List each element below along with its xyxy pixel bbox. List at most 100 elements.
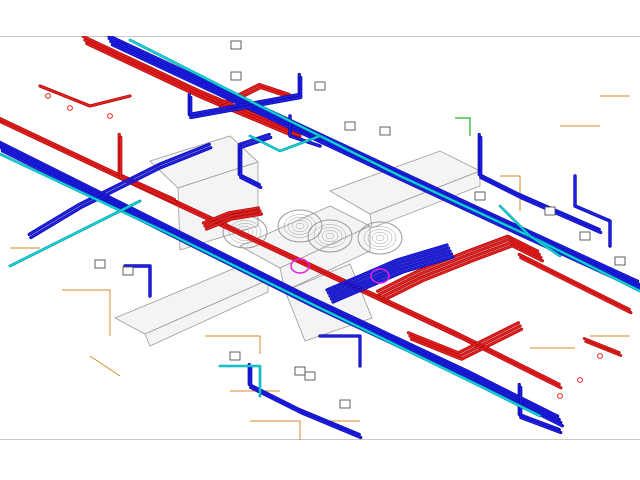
red-diffuser-3 xyxy=(577,377,583,383)
blue-mid-drop-outline xyxy=(318,334,362,368)
blue-right-drop-body xyxy=(479,136,602,234)
red-branch-b-body xyxy=(39,85,131,107)
blue-right-riser-body xyxy=(573,174,612,248)
equipment-unit-1 xyxy=(230,71,242,81)
red-spur-strand xyxy=(584,340,623,357)
red-main-diagonal-strand xyxy=(0,120,563,390)
red-right-run-body xyxy=(518,253,631,311)
hanger-0 xyxy=(62,289,111,336)
fan-ring-2 xyxy=(313,224,347,248)
red-bundle-right-body xyxy=(376,235,539,293)
equipment-unit-3 xyxy=(344,121,356,131)
blue-central-bundle-strand xyxy=(329,252,454,301)
cyan-main-low-body xyxy=(0,153,541,417)
red-right-run-strand xyxy=(517,252,631,311)
blue-right-drop-strand xyxy=(479,135,603,235)
blue-riser-top-body xyxy=(288,114,322,148)
blue-upper-loop-body xyxy=(189,76,302,119)
red-diffuser-0 xyxy=(67,105,73,111)
blue-central-bundle-body xyxy=(326,244,448,291)
valve-ring-1 xyxy=(370,268,390,284)
cyan-left-strand xyxy=(8,199,142,268)
cyan-right-branch-body xyxy=(499,205,561,257)
equipment-unit-5 xyxy=(474,191,486,201)
cyan-main-low-strand xyxy=(0,152,542,418)
fan-ring-2 xyxy=(317,227,343,245)
blue-left-cross-strand xyxy=(29,146,213,240)
red-bundle-right-body xyxy=(378,238,541,296)
drawing-frame xyxy=(0,36,640,440)
fan-ring-3 xyxy=(375,234,385,242)
red-bundle-low-body xyxy=(409,325,521,357)
red-main-top-strand xyxy=(85,41,304,142)
equipment-unit-6 xyxy=(544,206,556,216)
red-diffuser-2 xyxy=(45,93,51,99)
hanger-layer xyxy=(10,95,630,440)
red-bundle-low-strand xyxy=(408,324,522,358)
hanger-10 xyxy=(89,355,121,377)
red-ahu-link-body xyxy=(202,207,260,224)
cyan-main-top-strand xyxy=(128,38,640,293)
supply-pipe-layer xyxy=(0,36,640,440)
blue-mid-drop-strand xyxy=(318,334,362,368)
cyan-left-body xyxy=(9,200,141,267)
red-bundle-low-strand xyxy=(410,327,524,361)
blue-mid-drop-body xyxy=(319,335,361,367)
equipment-unit-2 xyxy=(314,81,326,91)
blue-left-drop-body xyxy=(123,264,152,298)
red-ahu-link-strand xyxy=(203,209,262,228)
piping-isometric-diagram xyxy=(0,36,640,440)
red-bundle-right-strand xyxy=(380,244,545,303)
red-bundle-right-strand xyxy=(377,237,541,296)
red-main-top-body xyxy=(85,42,303,141)
equipment-unit-0 xyxy=(230,40,242,50)
blue-lower-right-body xyxy=(519,386,562,434)
fan-ring-1 xyxy=(291,219,309,233)
blue-central-bundle-body xyxy=(327,247,450,294)
duct-lower-left-side xyxy=(144,279,269,347)
blue-left-drop-strand xyxy=(123,264,152,298)
blue-lower-run-strand xyxy=(249,365,363,440)
equipment-unit-7 xyxy=(579,231,591,241)
blue-left-cross-body xyxy=(28,143,211,236)
cyan-top-branch-body xyxy=(249,135,321,152)
red-bundle-low-strand xyxy=(406,321,520,355)
fan-ring-3 xyxy=(363,226,397,250)
cyan-lower-body xyxy=(219,365,261,397)
fittings-layer xyxy=(45,40,626,409)
red-spur-strand xyxy=(582,337,621,354)
blue-upper-loop-strand xyxy=(189,75,303,120)
blue-main-top-strand xyxy=(110,43,640,292)
blue-riser-top-strand xyxy=(288,114,322,148)
red-ahu-link-body xyxy=(204,210,261,227)
fan-ring-0 xyxy=(228,220,262,244)
equipment-unit-4 xyxy=(379,126,391,136)
blue-right-riser-strand xyxy=(573,174,612,248)
hanger-4 xyxy=(250,420,301,440)
red-diffuser-4 xyxy=(597,353,603,359)
equipment-unit-9 xyxy=(94,259,106,269)
cyan-right-branch-strand xyxy=(498,204,562,258)
red-riser-strand xyxy=(119,135,178,205)
red-right-run-body xyxy=(519,256,632,314)
red-ahu-link-body xyxy=(205,213,263,230)
blue-ahu-loop-body xyxy=(239,136,272,189)
equipment-unit-14 xyxy=(294,366,306,376)
red-spur-body xyxy=(583,337,621,354)
blue-central-bundle-body xyxy=(332,256,454,303)
fan-ring-1 xyxy=(283,214,317,238)
blue-left-cross-strand xyxy=(27,142,211,236)
blue-lower-run-body xyxy=(249,366,362,439)
blue-left-cross-body xyxy=(29,146,212,239)
equipment-unit-13 xyxy=(229,351,241,361)
duct-ahu-front xyxy=(177,161,259,251)
blue-central-bundle-strand xyxy=(325,243,449,292)
fan-ring-1 xyxy=(295,222,305,230)
red-diffuser-1 xyxy=(107,113,113,119)
chilled-pipe-layer xyxy=(0,38,640,418)
blue-central-bundle-strand xyxy=(328,249,452,298)
blue-lower-right-strand xyxy=(519,385,563,435)
fan-scroll-3 xyxy=(357,221,403,255)
red-main-diagonal-body xyxy=(0,120,562,389)
blue-ahu-loop-strand xyxy=(239,135,273,190)
